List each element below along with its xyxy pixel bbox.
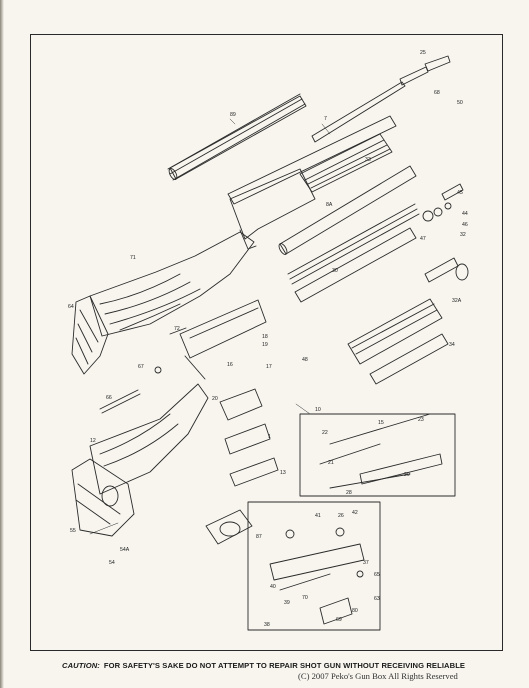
callout-44: 44: [462, 211, 468, 217]
callout-30: 30: [332, 268, 338, 274]
exploded-view-drawing: 25 89 7 68 50 33 8A 45 44 46 47 32 71 30…: [68, 50, 469, 631]
callout-22: 22: [322, 430, 328, 436]
callout-13: 13: [280, 470, 286, 476]
callout-33: 33: [365, 157, 371, 163]
callout-8A: 8A: [326, 202, 333, 208]
callout-1: 1: [268, 434, 271, 440]
callout-67: 67: [138, 364, 144, 370]
callout-42: 42: [352, 510, 358, 516]
callout-18: 18: [262, 334, 268, 340]
callout-10: 10: [315, 407, 321, 413]
butt-pad-55-part: [71, 458, 135, 537]
callout-47: 47: [420, 236, 426, 242]
callout-25: 25: [420, 50, 426, 56]
tube-30-part: [294, 227, 417, 303]
magazine-tube-8a-part: [278, 165, 417, 255]
callout-80: 80: [352, 608, 358, 614]
callout-19: 19: [262, 342, 268, 348]
callout-28: 28: [346, 490, 352, 496]
cap-parts-group: [422, 183, 464, 222]
callout-12: 12: [90, 438, 96, 444]
callout-68: 68: [434, 90, 440, 96]
callout-32A: 32A: [452, 298, 462, 304]
callout-23: 23: [418, 417, 424, 423]
callout-63: 63: [374, 596, 380, 602]
callout-46: 46: [462, 222, 468, 228]
callout-34: 34: [449, 342, 455, 348]
callout-29: 29: [404, 472, 410, 478]
forend-32a-part: [347, 257, 469, 365]
callout-66: 66: [106, 395, 112, 401]
callout-16: 16: [227, 362, 233, 368]
page-edge-shadow: [0, 0, 4, 688]
callout-55: 55: [70, 528, 76, 534]
callout-50: 50: [457, 100, 463, 106]
receiver-forend-part: [227, 115, 397, 250]
callout-71: 71: [130, 255, 136, 261]
diagram-frame: [30, 34, 503, 651]
buttstock-part: [89, 231, 255, 337]
callout-38: 38: [264, 622, 270, 628]
tube-34-part: [369, 333, 449, 385]
caution-label: CAUTION:: [62, 661, 100, 670]
leader-lines: [89, 118, 331, 535]
callout-89: 89: [230, 112, 236, 118]
copyright-notice: (C) 2007 Peko's Gun Box All Rights Reser…: [298, 671, 458, 681]
callout-32: 32: [460, 232, 466, 238]
callout-40: 40: [270, 584, 276, 590]
callout-45: 45: [457, 190, 463, 196]
caution-notice: CAUTION:FOR SAFETY'S SAKE DO NOT ATTEMPT…: [62, 661, 529, 670]
callout-54: 54: [109, 560, 115, 566]
callout-21: 21: [328, 460, 334, 466]
callout-65: 65: [374, 572, 380, 578]
callout-41: 41: [315, 513, 321, 519]
callout-87: 87: [256, 534, 262, 540]
pistol-grip-stock-part: [89, 383, 209, 495]
callout-39: 39: [284, 600, 290, 606]
bolt-parts-inset: [299, 413, 456, 497]
callout-70: 70: [302, 595, 308, 601]
callout-69: 69: [336, 617, 342, 623]
callout-20: 20: [212, 396, 218, 402]
callout-15: 15: [378, 420, 384, 426]
callout-37: 37: [363, 560, 369, 566]
callout-48: 48: [302, 357, 308, 363]
barrel-part: [311, 55, 451, 143]
trigger-group-part: [219, 388, 279, 487]
callout-64: 64: [68, 304, 74, 310]
caution-text: FOR SAFETY'S SAKE DO NOT ATTEMPT TO REPA…: [103, 661, 466, 670]
magazine-tube-part: [168, 95, 307, 180]
small-pins-group: [99, 327, 187, 414]
trigger-parts-inset: [247, 501, 381, 631]
callout-26: 26: [338, 513, 344, 519]
receiver-lower-part: [179, 299, 267, 380]
callout-17: 17: [266, 364, 272, 370]
spring-30-part: [287, 203, 420, 285]
callout-54A: 54A: [120, 547, 130, 553]
callout-72: 72: [174, 326, 180, 332]
trigger-assembly-part: [205, 509, 253, 545]
butt-pad-part: [71, 295, 109, 375]
callout-7: 7: [324, 116, 327, 122]
